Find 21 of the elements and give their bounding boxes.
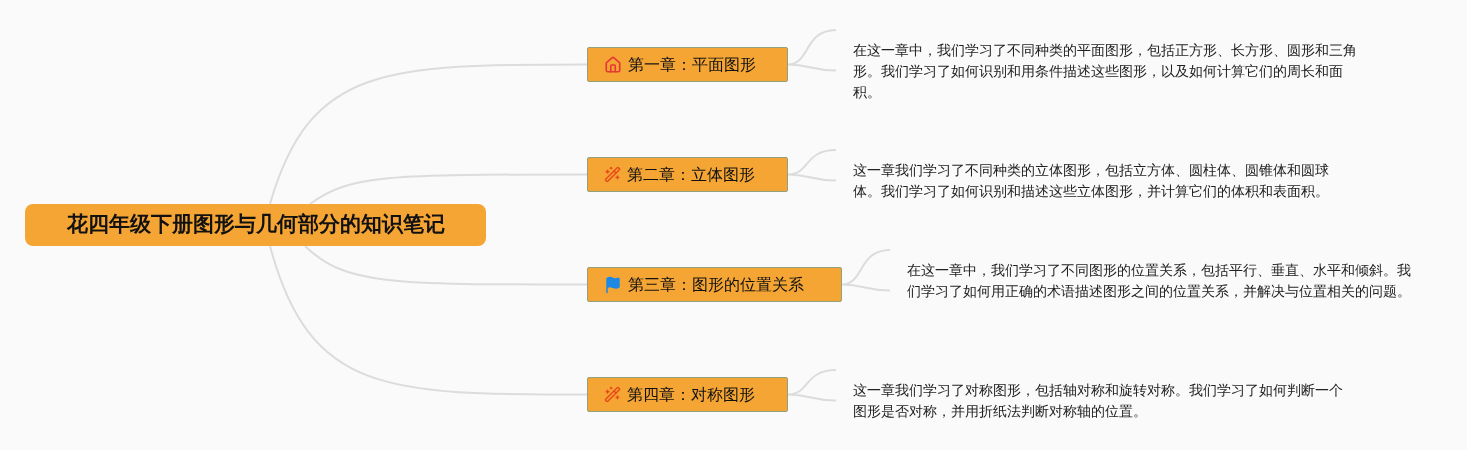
note-text: 这一章我们学习了不同种类的立体图形，包括立方体、圆柱体、圆锥体和圆球体。我们学习了如何识别和描述这些立体图形，并计算它们的体积和表面积。 [836, 150, 1338, 206]
connector-line [269, 63, 588, 205]
topic-text: 第三章：图形的位置关系 [628, 273, 804, 296]
connector-line [269, 245, 588, 396]
connector-line [309, 173, 588, 205]
chapter-topic [587, 47, 788, 82]
connector-line [787, 149, 837, 182]
chapter-topic [587, 267, 842, 302]
note-text: 这一章我们学习了对称图形，包括轴对称和旋转对称。我们学习了如何判断一个图形是否对称，并用折纸法判断对称轴的位置。 [836, 370, 1348, 426]
topic-text: 第一章：平面图形 [628, 53, 756, 76]
topic-text: 第二章：立体图形 [627, 163, 755, 186]
connector-line [304, 245, 588, 286]
root-topic: 花四年级下册图形与几何部分的知识笔记 [25, 204, 486, 246]
chapter-topic [587, 377, 788, 412]
topic-text: 第四章：对称图形 [627, 383, 755, 406]
connector-line [787, 29, 837, 72]
connector-line [787, 369, 837, 402]
note-text: 在这一章中，我们学习了不同种类的平面图形，包括正方形、长方形、圆形和三角形。我们学习了如何识别和用条件描述这些图形，以及如何计算它们的周长和面积。 [836, 30, 1361, 106]
chapter-topic [587, 157, 788, 192]
note-text: 在这一章中，我们学习了不同图形的位置关系，包括平行、垂直、水平和倾斜。我们学习了如何用正确的术语描述图形之间的位置关系，并解决与位置相关的问题。 [890, 250, 1412, 326]
connector-line [841, 249, 891, 292]
